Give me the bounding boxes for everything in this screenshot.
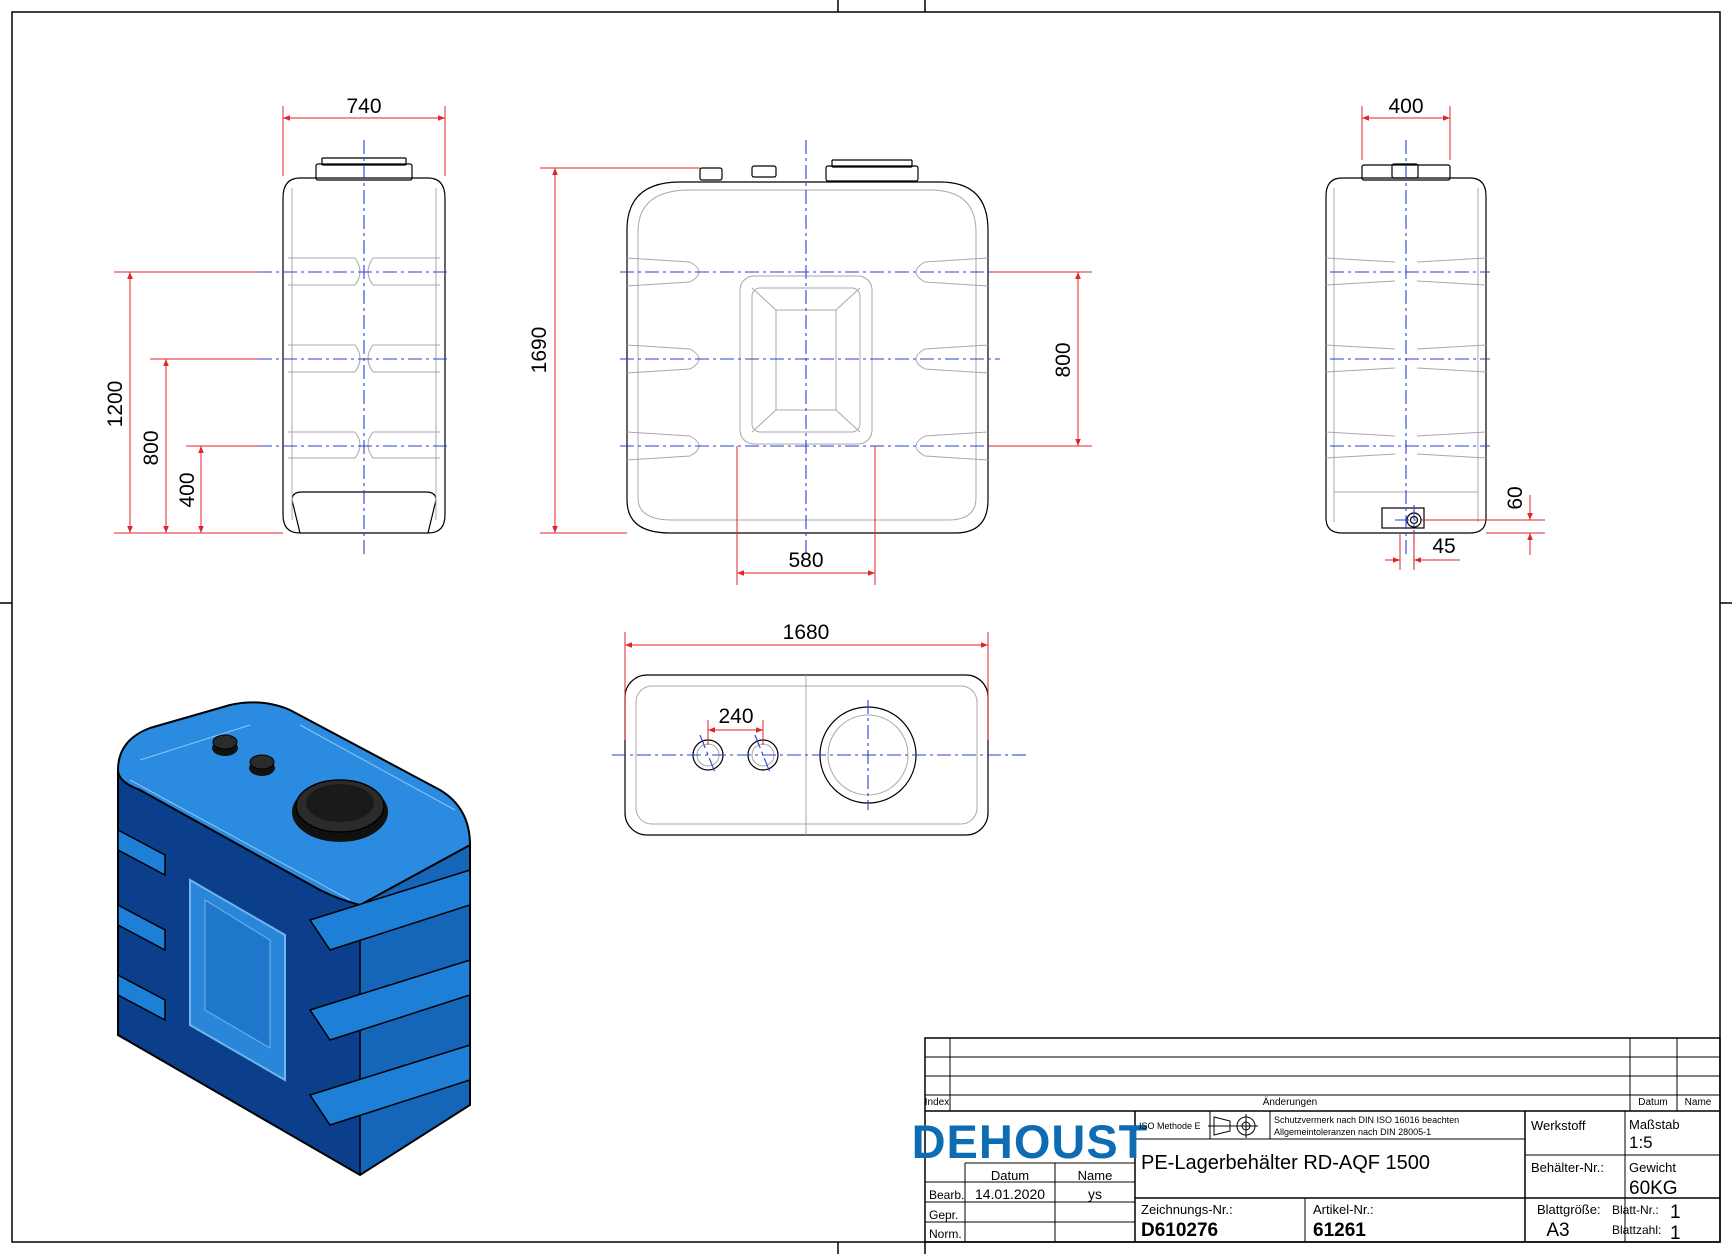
dim-height-1690: 1690 [528, 327, 551, 374]
sheet-count-label: Blattzahl: [1612, 1223, 1661, 1237]
dim-height-800: 800 [140, 430, 163, 465]
row-name-bearb: ys [1088, 1186, 1102, 1202]
weight-label: Gewicht [1629, 1160, 1676, 1175]
scale-value: 1:5 [1629, 1133, 1653, 1152]
drawing-title: PE-Lagerbehälter RD-AQF 1500 [1141, 1152, 1430, 1174]
rev-header-index: Index [925, 1097, 949, 1108]
article-no-label: Artikel-Nr.: [1313, 1202, 1374, 1217]
col-name-header: Name [1078, 1168, 1113, 1183]
front-view: 1690 800 580 [528, 140, 1092, 585]
dim-outlet-offset-45: 45 [1432, 535, 1455, 558]
container-no-label: Behälter-Nr.: [1531, 1160, 1604, 1175]
title-block [924, 1037, 1721, 1243]
side-view-right: 400 60 45 [1325, 95, 1545, 570]
company-logo: DEHOUST [912, 1115, 1149, 1168]
drawing-no-label: Zeichnungs-Nr.: [1141, 1202, 1233, 1217]
row-label-gepr: Gepr. [929, 1208, 958, 1222]
material-label: Werkstoff [1531, 1118, 1586, 1133]
sheet-no-value: 1 [1670, 1202, 1681, 1223]
note-protection: Schutzvermerk nach DIN ISO 16016 beachte… [1274, 1115, 1459, 1125]
dim-window-580: 580 [788, 549, 823, 572]
dim-length-1680: 1680 [783, 621, 830, 644]
side-view-left: 740 1200 800 400 [104, 95, 450, 555]
drawing-no-value: D610276 [1141, 1220, 1218, 1241]
projection-symbol-icon [1208, 1114, 1258, 1138]
scale-label: Maßstab [1629, 1117, 1680, 1132]
row-label-norm: Norm. [929, 1227, 962, 1241]
row-label-bearb: Bearb. [929, 1188, 964, 1202]
sheet-size-label: Blattgröße: [1537, 1202, 1601, 1217]
dim-outlet-height-60: 60 [1504, 486, 1527, 509]
dim-rib-spacing-800: 800 [1052, 342, 1075, 377]
article-no-value: 61261 [1313, 1220, 1366, 1241]
col-date-header: Datum [991, 1168, 1029, 1183]
dim-width-740: 740 [346, 95, 381, 118]
sheet-size-value: A3 [1546, 1220, 1569, 1241]
dim-fitting-spacing-240: 240 [718, 705, 753, 728]
isometric-tank-view [116, 701, 472, 1177]
weight-value: 60KG [1629, 1178, 1678, 1199]
title-block-text: Index Änderungen Datum Name DEHOUST Datu… [912, 1096, 1712, 1244]
sheet-count-value: 1 [1670, 1223, 1681, 1244]
row-date-bearb: 14.01.2020 [975, 1186, 1045, 1202]
rev-header-name: Name [1685, 1097, 1712, 1108]
sheet-no-label: Blatt-Nr.: [1612, 1203, 1659, 1217]
note-tolerances: Allgemeintoleranzen nach DIN 28005-1 [1274, 1127, 1431, 1137]
rev-header-date: Datum [1638, 1097, 1667, 1108]
dim-height-400: 400 [176, 472, 199, 507]
rev-header-changes: Änderungen [1263, 1096, 1318, 1108]
top-view: 1680 240 [612, 621, 1030, 836]
dim-height-1200: 1200 [104, 381, 127, 428]
dim-width-400: 400 [1388, 95, 1423, 118]
iso-method: ISO Methode E [1139, 1121, 1201, 1131]
